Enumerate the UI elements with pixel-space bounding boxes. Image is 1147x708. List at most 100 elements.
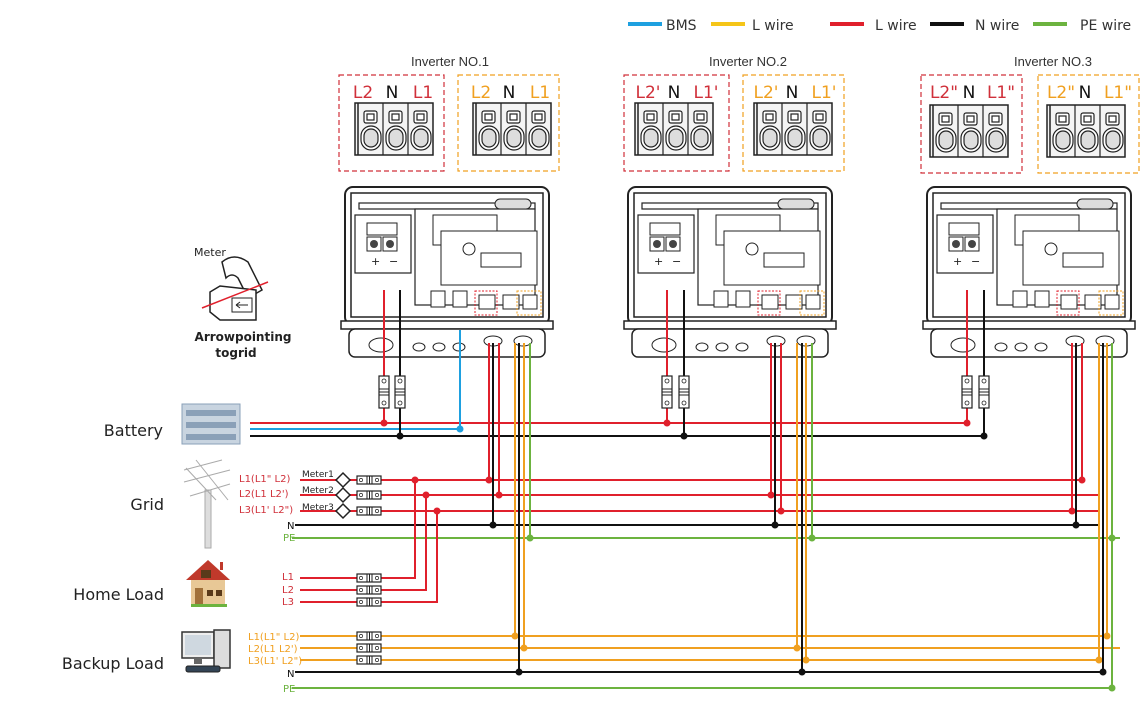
junction-dot (777, 507, 785, 515)
backup-l1-breaker (356, 631, 382, 641)
inv3-battery-pos-breaker (961, 375, 973, 409)
backup-l3-breaker (356, 655, 382, 665)
house-icon (186, 560, 230, 607)
inv1-battery-pos-breaker (378, 375, 390, 409)
grid-l3-label: L3(L1' L2") (239, 505, 293, 516)
inverter-2-grid-terminal-block (634, 102, 714, 156)
junction-dot (520, 644, 528, 652)
junction-dot (798, 668, 806, 676)
backup-l3-label: L3(L1' L2") (248, 656, 302, 667)
meter2-icon (334, 486, 352, 504)
legend-label-1: L wire (752, 18, 794, 34)
home-l1-label: L1 (282, 572, 294, 583)
inverter-2-grid-terminal-l1: L1' (694, 83, 719, 103)
legend-label-4: PE wire (1080, 18, 1131, 34)
inverter-1-grid-terminal-l1: L1 (413, 83, 433, 103)
inverter-3-backup-terminal-block (1046, 104, 1126, 158)
home-l2-label: L2 (282, 585, 294, 596)
junction-dot (980, 432, 988, 440)
inv2-battery-neg-breaker (678, 375, 690, 409)
junction-dot (1078, 476, 1086, 484)
inverter-2: Inverter NO.2 L2' N L1' L2' N L1' (623, 54, 845, 358)
battery-icon (181, 403, 241, 445)
inverter-2-title: Inverter NO.2 (709, 54, 787, 69)
inverter-2-backup-terminal-box (742, 74, 845, 172)
junction-dot (1095, 656, 1103, 664)
backup-pe-label: PE (283, 684, 295, 695)
junction-dot (1108, 534, 1116, 542)
junction-dot (456, 425, 464, 433)
home-l3-label: L3 (282, 597, 294, 608)
junction-dot (495, 491, 503, 499)
junction-dot (489, 521, 497, 529)
junction-dot (793, 644, 801, 652)
junction-dot (771, 521, 779, 529)
junction-dot (1103, 632, 1111, 640)
inverter-3-body (922, 186, 1136, 358)
home-load-label: Home Load (73, 585, 164, 604)
inverter-3-grid-terminal-block (929, 104, 1009, 158)
grid-l1-breaker (356, 475, 382, 485)
junction-dot (380, 419, 388, 427)
inverter-3-backup-terminal-l1: L1" (1104, 83, 1132, 103)
junction-dot (433, 507, 441, 515)
home-l1-breaker (356, 573, 382, 583)
inverter-2-grid-terminal-l2: L2' (636, 83, 661, 103)
inverter-1-title: Inverter NO.1 (411, 54, 489, 69)
inverter-1-body (340, 186, 554, 358)
home-l2-wire (300, 495, 427, 591)
inverter-3-backup-terminal-l2: L2" (1047, 83, 1075, 103)
backup-l2-breaker (356, 643, 382, 653)
meter3-icon (334, 502, 352, 520)
inverter-3-title: Inverter NO.3 (1014, 54, 1092, 69)
inv3-battery-neg-breaker (978, 375, 990, 409)
junction-dot (526, 534, 534, 542)
inverter-2-backup-terminal-l1: L1' (812, 83, 837, 103)
inverter-2-backup-terminal-block (753, 102, 833, 156)
home-l3-breaker (356, 597, 382, 607)
legend-label-3: N wire (975, 18, 1019, 34)
junction-dot (1108, 684, 1116, 692)
meter1-label: Meter1 (302, 470, 334, 480)
home-l1-wire (300, 480, 416, 579)
inverter-2-grid-terminal-n: N (668, 83, 681, 103)
wires (250, 290, 1120, 692)
inverter-1-backup-terminal-box (457, 74, 560, 172)
inverter-3-grid-terminal-l2: L2" (930, 83, 958, 103)
inverter-1-grid-terminal-block (354, 102, 434, 156)
inverter-3-grid-terminal-n: N (963, 83, 976, 103)
meter-caption-line1: Arrowpointing (195, 330, 292, 344)
inv1-battery-neg-breaker (394, 375, 406, 409)
junction-dot (1072, 521, 1080, 529)
inv2-battery-pos-breaker (661, 375, 673, 409)
junction-dot (511, 632, 519, 640)
inverter-1-backup-terminal-l1: L1 (530, 83, 550, 103)
junction-dot (1099, 668, 1107, 676)
junction-dot (680, 432, 688, 440)
inverter-1-grid-terminal-l2: L2 (353, 83, 373, 103)
inverter-1: Inverter NO.1 L2 N L1 L2 N L1 (338, 54, 560, 358)
legend-label-2: L wire (875, 18, 917, 34)
grid-pe-label: PE (283, 533, 295, 544)
junction-dot (663, 419, 671, 427)
inverter-1-backup-terminal-block (472, 102, 552, 156)
inverter-1-backup-terminal-n: N (503, 83, 516, 103)
meter-ct: Meter Arrowpointing togrid (194, 246, 291, 360)
junction-dot (515, 668, 523, 676)
inverter-2-backup-terminal-l2: L2' (754, 83, 779, 103)
inverter-1-grid-terminal-box (338, 74, 445, 172)
ct-clamp-icon (201, 256, 269, 321)
backup-l1-label: L1(L1" L2) (248, 632, 299, 643)
junction-dot (767, 491, 775, 499)
inverter-2-body (623, 186, 837, 358)
meter-label: Meter (194, 246, 226, 259)
backup-load-label: Backup Load (62, 654, 164, 673)
home-l2-breaker (356, 585, 382, 595)
home-l3-wire (300, 511, 438, 603)
backup-n-label: N (287, 669, 294, 680)
utility-pole-icon (183, 459, 231, 549)
inverter-3: Inverter NO.3 L2" N L1" L2" N L1" (920, 54, 1140, 358)
junction-dot (808, 534, 816, 542)
